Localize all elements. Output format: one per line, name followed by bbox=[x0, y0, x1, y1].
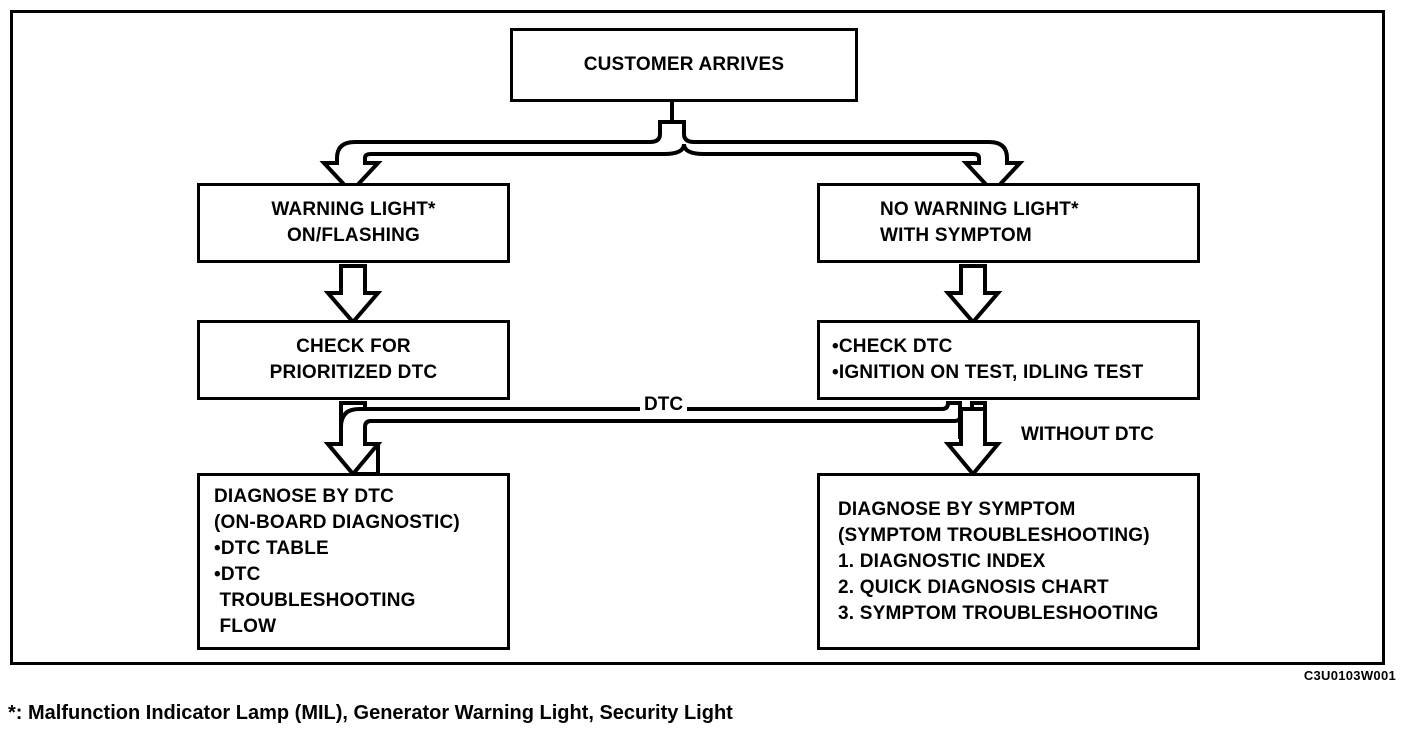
box-check-for-prioritized-dtc[interactable]: CHECK FOR PRIORITIZED DTC bbox=[197, 320, 510, 400]
box-diagnose-by-dtc-line1: DIAGNOSE BY DTC bbox=[214, 485, 395, 507]
box-check-dtc-line2: •IGNITION ON TEST, IDLING TEST bbox=[832, 362, 1144, 383]
box-diagnose-by-symptom-line4: 2. QUICK DIAGNOSIS CHART bbox=[838, 576, 1109, 598]
box-diagnose-by-dtc-line6: FLOW bbox=[214, 615, 277, 637]
box-check-dtc[interactable]: •CHECK DTC •IGNITION ON TEST, IDLING TEST bbox=[817, 320, 1200, 400]
box-check-for-prioritized-dtc-text: CHECK FOR PRIORITIZED DTC bbox=[270, 334, 438, 386]
box-diagnose-by-symptom-line3: 1. DIAGNOSTIC INDEX bbox=[838, 550, 1046, 572]
box-no-warning-light-line1: NO WARNING LIGHT* bbox=[880, 199, 1079, 220]
box-check-dtc-line1: •CHECK DTC bbox=[832, 336, 953, 357]
box-check-for-prioritized-dtc-line2: PRIORITIZED DTC bbox=[269, 362, 438, 383]
edge-label-dtc: DTC bbox=[640, 394, 688, 416]
box-diagnose-by-symptom-text: DIAGNOSE BY SYMPTOM (SYMPTOM TROUBLESHOOT… bbox=[820, 497, 1158, 627]
figure-code: C3U0103W001 bbox=[1303, 668, 1396, 683]
edge-label-without-dtc: WITHOUT DTC bbox=[1017, 424, 1158, 446]
box-warning-light-line1: WARNING LIGHT* bbox=[271, 199, 436, 220]
box-diagnose-by-dtc[interactable]: DIAGNOSE BY DTC (ON-BOARD DIAGNOSTIC) •DTC… bbox=[197, 473, 510, 650]
box-diagnose-by-symptom-line2: (SYMPTOM TROUBLESHOOTING) bbox=[838, 524, 1150, 546]
box-diagnose-by-dtc-line5: TROUBLESHOOTING bbox=[214, 589, 416, 611]
box-diagnose-by-symptom-line1: DIAGNOSE BY SYMPTOM bbox=[838, 498, 1076, 520]
box-warning-light-text: WARNING LIGHT* ON/FLASHING bbox=[271, 197, 435, 249]
diagram-frame bbox=[10, 10, 1385, 665]
box-diagnose-by-dtc-line3: •DTC TABLE bbox=[214, 537, 329, 559]
box-check-dtc-text: •CHECK DTC •IGNITION ON TEST, IDLING TEST bbox=[820, 334, 1143, 386]
box-no-warning-light[interactable]: NO WARNING LIGHT* WITH SYMPTOM bbox=[817, 183, 1200, 263]
box-diagnose-by-dtc-line2: (ON-BOARD DIAGNOSTIC) bbox=[214, 511, 460, 533]
box-diagnose-by-dtc-line4: •DTC bbox=[214, 563, 261, 585]
box-customer-arrives[interactable]: CUSTOMER ARRIVES bbox=[510, 28, 858, 102]
box-customer-arrives-text: CUSTOMER ARRIVES bbox=[583, 54, 785, 75]
box-check-for-prioritized-dtc-line1: CHECK FOR bbox=[296, 336, 411, 357]
box-diagnose-by-symptom[interactable]: DIAGNOSE BY SYMPTOM (SYMPTOM TROUBLESHOOT… bbox=[817, 473, 1200, 650]
box-diagnose-by-dtc-text: DIAGNOSE BY DTC (ON-BOARD DIAGNOSTIC) •DTC… bbox=[200, 484, 460, 640]
box-no-warning-light-text: NO WARNING LIGHT* WITH SYMPTOM bbox=[820, 197, 1079, 249]
box-no-warning-light-line2: WITH SYMPTOM bbox=[880, 225, 1032, 246]
box-warning-light-line2: ON/FLASHING bbox=[286, 225, 421, 246]
box-warning-light[interactable]: WARNING LIGHT* ON/FLASHING bbox=[197, 183, 510, 263]
box-diagnose-by-symptom-line5: 3. SYMPTOM TROUBLESHOOTING bbox=[838, 602, 1159, 624]
figure-footnote: *: Malfunction Indicator Lamp (MIL), Gen… bbox=[8, 702, 733, 724]
